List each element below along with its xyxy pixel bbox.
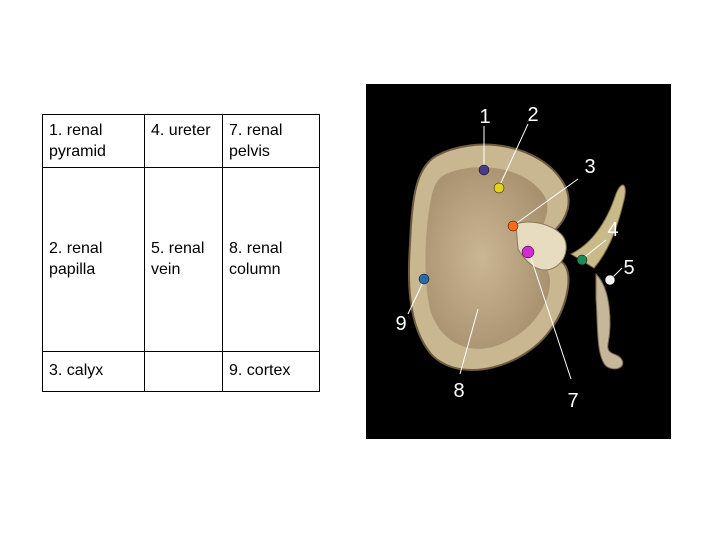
renal-vein-tube (595, 272, 624, 370)
legend-cell-renal-pyramid: 1. renal pyramid (42, 114, 145, 168)
pointer-line-4 (581, 239, 607, 260)
legend-cell-renal-papilla: 2. renal papilla (42, 167, 145, 352)
table-row: 2. renal papilla 5. renal vein 8. renal … (42, 167, 320, 352)
label-7: 7 (567, 390, 579, 412)
kidney-medulla-shape (425, 167, 551, 349)
pin-renal-papilla (493, 182, 505, 194)
pin-ureter (576, 254, 588, 266)
label-3: 3 (584, 156, 596, 178)
legend-cell-renal-vein: 5. renal vein (144, 167, 223, 352)
pointer-line-3 (513, 178, 579, 226)
pointer-line-7 (528, 251, 572, 380)
pointer-line-8 (459, 308, 479, 375)
pin-renal-vein (604, 274, 616, 286)
label-4: 4 (607, 219, 619, 241)
pin-cortex (418, 273, 430, 285)
pointer-line-9 (407, 279, 425, 315)
label-5: 5 (623, 257, 635, 279)
pointer-line-2 (498, 123, 529, 188)
pin-renal-pyramid (478, 164, 490, 176)
table-row: 3. calyx 9. cortex (42, 351, 320, 392)
legend-cell-renal-column: 8. renal column (222, 167, 320, 352)
kidney-illustration (407, 123, 626, 380)
legend-cell-calyx: 3. calyx (42, 351, 145, 392)
label-8: 8 (453, 380, 465, 402)
label-2: 2 (527, 104, 539, 126)
pin-calyx (507, 220, 519, 232)
label-9: 9 (395, 313, 407, 335)
legend-cell-ureter: 4. ureter (144, 114, 223, 168)
legend-cell-renal-pelvis: 7. renal pelvis (222, 114, 320, 168)
pin-renal-pelvis (521, 245, 535, 259)
table-row: 1. renal pyramid 4. ureter 7. renal pelv… (42, 114, 320, 168)
legend-table: 1. renal pyramid 4. ureter 7. renal pelv… (42, 114, 320, 392)
legend-cell-cortex: 9. cortex (222, 351, 320, 392)
legend-cell-empty (144, 351, 223, 392)
ureter-tube (569, 184, 626, 269)
kidney-photo: 1 2 3 4 5 7 8 9 (366, 84, 671, 439)
label-1: 1 (479, 106, 491, 128)
